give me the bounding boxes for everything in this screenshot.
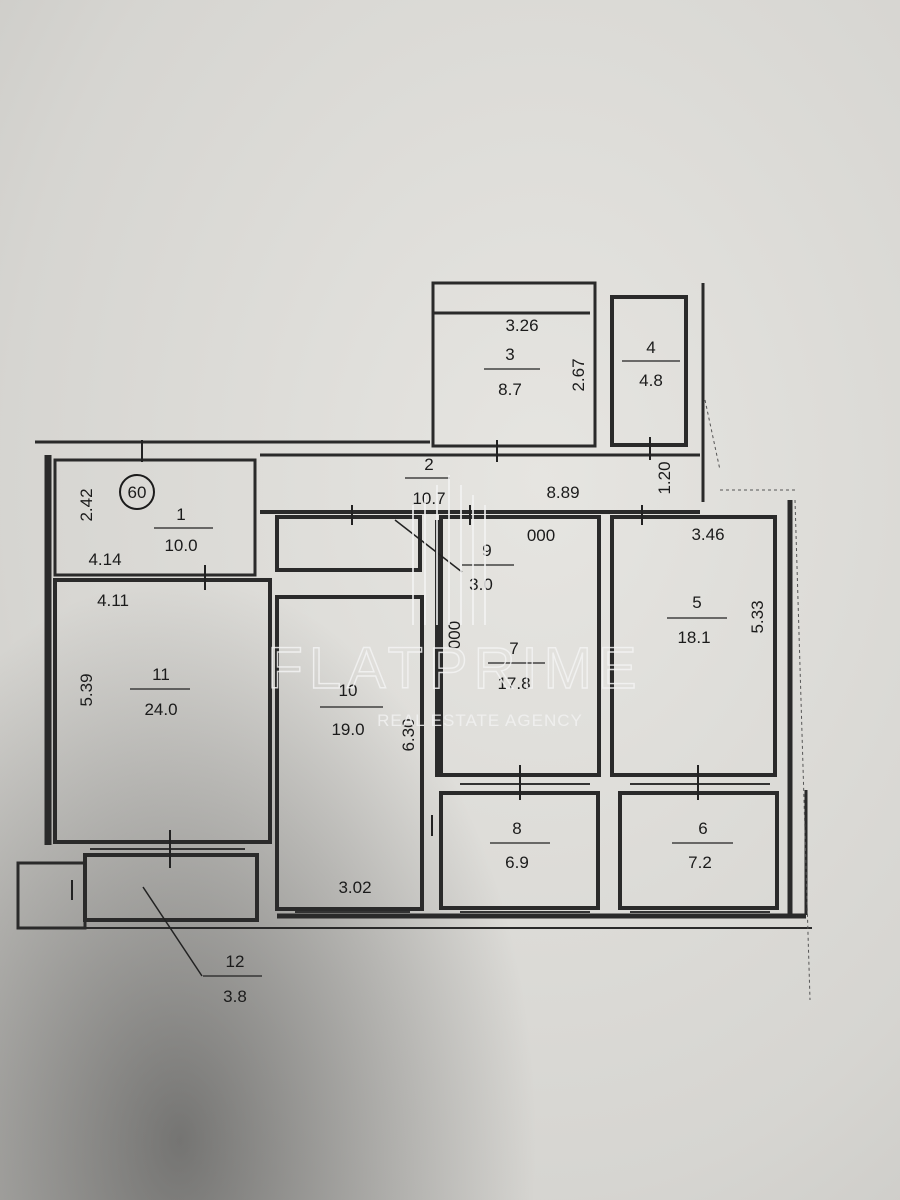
room-6-number: 6	[698, 819, 707, 838]
room-9-number: 9	[482, 541, 491, 560]
watermark: FLATPRIME REAL ESTATE AGENCY	[267, 475, 642, 730]
room-7-area: 17.8	[497, 674, 530, 693]
exterior-hatch	[704, 399, 811, 1001]
room-8-number: 8	[512, 819, 521, 838]
room-4-number: 4	[646, 338, 655, 357]
room-11-area: 24.0	[144, 700, 177, 719]
dim-3-02: 3.02	[338, 878, 371, 897]
room-6-area: 7.2	[688, 853, 712, 872]
room-2-area: 10.7	[412, 489, 445, 508]
room-labels: 1 10.0 2 10.7 3 8.7 4 4.8 5 18.1 6 7.2 7…	[130, 338, 733, 1006]
watermark-brand: FLATPRIME	[267, 636, 642, 701]
dim-4-11: 4.11	[97, 591, 129, 610]
room-3-area: 8.7	[498, 380, 522, 399]
dimension-labels: 3.26 2.67 2.42 4.14 4.11 8.89 1.20 3.46 …	[77, 316, 767, 897]
room-1-area: 10.0	[164, 536, 197, 555]
watermark-tagline: REAL ESTATE AGENCY	[377, 711, 583, 730]
room-5-area: 18.1	[677, 628, 710, 647]
door-marks	[71, 437, 699, 900]
dim-5-39: 5.39	[77, 673, 96, 706]
room-1-number: 1	[176, 505, 185, 524]
room-9-leader	[394, 519, 463, 573]
dim-3-46: 3.46	[691, 525, 724, 544]
windows	[90, 783, 770, 913]
room-9-area: 3.0	[469, 575, 493, 594]
room-3-number: 3	[505, 345, 514, 364]
room-10-area: 19.0	[331, 720, 364, 739]
room-8-area: 6.9	[505, 853, 529, 872]
room-12-leader	[142, 886, 203, 977]
room-5-number: 5	[692, 593, 701, 612]
dim-000-horizontal: 000	[527, 526, 555, 545]
plan-number-circle	[119, 474, 155, 510]
room-10-number: 10	[339, 681, 358, 700]
watermark-logo-icon	[412, 475, 486, 625]
dim-3-26: 3.26	[505, 316, 538, 335]
room-12-number: 12	[226, 952, 245, 971]
dim-4-14: 4.14	[88, 550, 121, 569]
dim-6-30: 6.30	[399, 718, 418, 751]
dim-1-20: 1.20	[655, 461, 674, 494]
room-11-number: 11	[152, 665, 170, 684]
room-12-area: 3.8	[223, 987, 247, 1006]
room-4-area: 4.8	[639, 371, 663, 390]
dim-2-67: 2.67	[569, 358, 588, 391]
room-7-number: 7	[509, 639, 518, 658]
dim-5-33: 5.33	[748, 600, 767, 633]
dim-2-42: 2.42	[77, 488, 96, 521]
room-2-number: 2	[424, 455, 433, 474]
dim-8-89: 8.89	[546, 483, 579, 502]
plan-number: 60	[128, 483, 147, 502]
dim-000-vertical: 000	[445, 621, 464, 649]
